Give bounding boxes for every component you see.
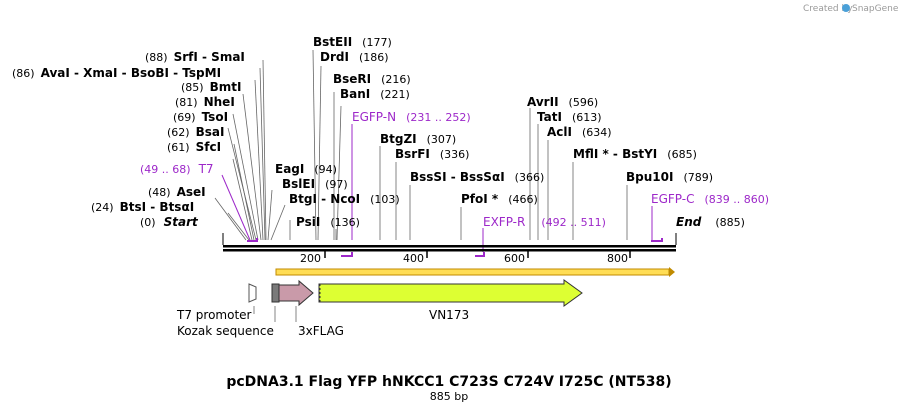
svg-text:PsiI(136): PsiI(136)	[296, 215, 360, 229]
site-label-bmti: (85)BmtI	[181, 80, 241, 94]
svg-text:BstEII(177): BstEII(177)	[313, 35, 392, 49]
site-btgzi: BtgZI	[380, 132, 417, 146]
svg-text:DrdI(186): DrdI(186)	[320, 50, 389, 64]
vn173-arrow-icon	[318, 279, 583, 307]
site-bpu10i: Bpu10I	[626, 170, 673, 184]
svg-text:Bpu10I(789): Bpu10I(789)	[626, 170, 713, 184]
site-label-btsi: (24)BtsI - BtsαI	[91, 200, 194, 214]
sequence-backbone	[222, 233, 677, 252]
kozak-box	[271, 283, 280, 303]
site-avrii: AvrII	[527, 95, 559, 109]
svg-text:BanI(221): BanI(221)	[340, 87, 410, 101]
site-bsteii: BstEII	[313, 35, 352, 49]
credit-text: Created by	[803, 4, 853, 14]
site-bani: BanI	[340, 87, 370, 101]
site-label-avai: (86)AvaI - XmaI - BsoBI - TspMI	[12, 66, 221, 80]
svg-text:TatI(613): TatI(613)	[537, 110, 602, 124]
svg-text:BtgI - NcoI(103): BtgI - NcoI(103)	[289, 192, 400, 206]
svg-text:PfoI *(466): PfoI *(466)	[461, 192, 538, 206]
ruler: 200 400 600 800	[300, 251, 631, 265]
site-drdi: DrdI	[320, 50, 349, 64]
svg-text:AvrII(596): AvrII(596)	[527, 95, 598, 109]
start-label: (0)Start	[140, 215, 199, 229]
site-tati: TatI	[537, 110, 562, 124]
features: T7 promoter Kozak sequence 3xFLAG VN173	[176, 279, 583, 338]
site-label-bsai: (62)BsaI	[167, 125, 224, 139]
site-psii: PsiI	[296, 215, 320, 229]
feature-label-kozak: Kozak sequence	[177, 324, 274, 338]
page-title: pcDNA3.1 Flag YFP hNKCC1 C723S C724V I72…	[226, 374, 671, 390]
site-pointer-lines	[214, 49, 628, 241]
site-label-srfi: (88)SrfI - SmaI	[145, 50, 245, 64]
orf-arrow	[275, 267, 675, 277]
site-bsrfi: BsrFI	[395, 147, 430, 161]
feature-label-3xflag: 3xFLAG	[298, 324, 344, 338]
left-site-labels: (86)AvaI - XmaI - BsoBI - TspMI (88)SrfI…	[12, 50, 245, 229]
tick-label: 800	[607, 252, 628, 265]
sequence-length: 885 bp	[430, 390, 468, 403]
site-eagi: EagI	[275, 162, 304, 176]
site-label-tsoi: (69)TsoI	[173, 110, 228, 124]
snapgene-logo-icon	[842, 4, 850, 12]
end-label: End(885)	[676, 215, 745, 229]
svg-text:MflI * - BstYI(685): MflI * - BstYI(685)	[573, 147, 697, 161]
primer-label-t7: (49 .. 68)T7	[140, 162, 214, 176]
primer-marks	[247, 238, 663, 257]
primer-label-egfp-n: EGFP-N(231 .. 252)	[352, 110, 471, 124]
tick-label: 600	[504, 252, 525, 265]
feature-label-vn173: VN173	[429, 308, 469, 322]
svg-text:EagI(94): EagI(94)	[275, 162, 337, 176]
svg-text:BtgZI(307): BtgZI(307)	[380, 132, 456, 146]
tick-label: 200	[300, 252, 321, 265]
site-acli: AclI	[547, 125, 572, 139]
svg-text:AclI(634): AclI(634)	[547, 125, 612, 139]
site-label-asei: (48)AseI	[148, 185, 206, 199]
primer-label-exfp-r: EXFP-R(492 .. 511)	[483, 215, 606, 229]
t7-promoter-arrow-icon	[248, 283, 257, 303]
right-site-labels: BstEII(177) DrdI(186) BseRI(216) BanI(22…	[275, 35, 745, 229]
flag-arrow-icon	[278, 279, 314, 307]
svg-text:BsrFI(336): BsrFI(336)	[395, 147, 469, 161]
primer-pointer-lines	[221, 124, 653, 252]
site-mfli: MflI * - BstYI	[573, 147, 657, 161]
svg-text:BslEI(97): BslEI(97)	[282, 177, 348, 191]
site-label-sfci: (61)SfcI	[167, 140, 221, 154]
tick-label: 400	[403, 252, 424, 265]
feature-label-t7-promoter: T7 promoter	[176, 308, 252, 322]
primer-label-egfp-c: EGFP-C(839 .. 860)	[651, 192, 769, 206]
site-bseri: BseRI	[333, 72, 371, 86]
credit-brand: SnapGene	[852, 4, 899, 14]
site-btgi: BtgI - NcoI	[289, 192, 360, 206]
svg-text:BssSI - BssSαI(366): BssSI - BssSαI(366)	[410, 170, 544, 184]
svg-text:BseRI(216): BseRI(216)	[333, 72, 411, 86]
site-bslei: BslEI	[282, 177, 315, 191]
site-label-nhei: (81)NheI	[175, 95, 235, 109]
site-bsssi: BssSI - BssSαI	[410, 170, 505, 184]
site-pfoi: PfoI *	[461, 192, 499, 206]
